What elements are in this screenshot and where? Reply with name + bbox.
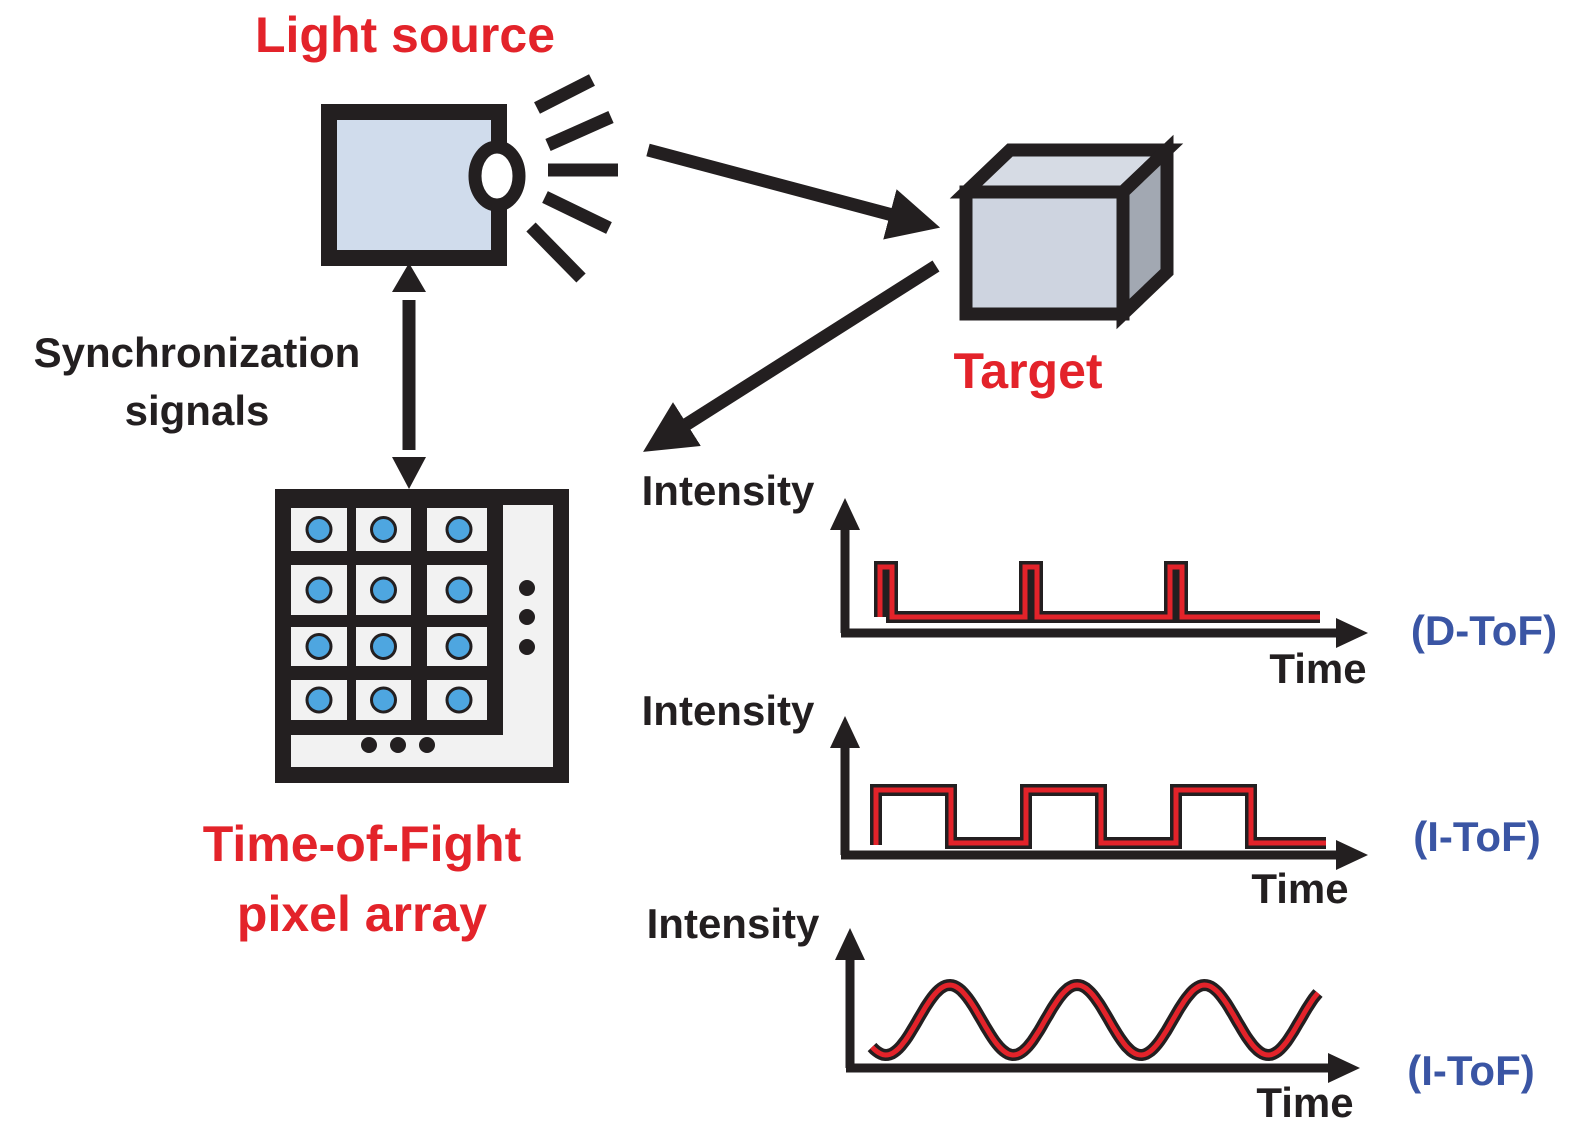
- ellipsis-dot: [519, 609, 535, 625]
- pixel-cell: [427, 565, 487, 615]
- target-cube-icon: [949, 134, 1184, 330]
- y-axis-arrowhead: [830, 498, 860, 530]
- x-axis-arrowhead: [1328, 1053, 1360, 1083]
- pixel-cell: [356, 680, 411, 720]
- y-axis-arrowhead: [830, 716, 860, 748]
- target-label: Target: [953, 343, 1102, 399]
- pixel-cell: [356, 565, 411, 615]
- x-axis-arrowhead: [1336, 618, 1368, 648]
- x-axis-arrowhead: [1336, 840, 1368, 870]
- pixel-cell: [427, 508, 487, 551]
- tof-mode-label: (D-ToF): [1411, 607, 1557, 654]
- pixel-photodiode-icon: [370, 576, 397, 604]
- ellipsis-dot: [419, 737, 435, 753]
- signal-waveform: [873, 787, 1326, 846]
- ellipsis-dot: [519, 580, 535, 596]
- y-axis-arrowhead: [835, 928, 865, 960]
- light-source-icon: [321, 74, 618, 283]
- pixel-cell: [356, 627, 411, 666]
- pixel-photodiode-icon: [445, 686, 473, 714]
- signal-outline: [874, 561, 1320, 623]
- pixel-cell: [291, 627, 347, 666]
- tof-mode-label: (I-ToF): [1407, 1047, 1534, 1094]
- pixel-photodiode-icon: [445, 516, 473, 543]
- emit-arrow: [646, 143, 941, 240]
- signal-waveform: [877, 564, 1320, 620]
- pixel-photodiode-icon: [370, 686, 397, 714]
- y-axis-label: Intensity: [642, 687, 815, 734]
- pixel-cell: [427, 627, 487, 666]
- pixel-photodiode-icon: [305, 633, 333, 660]
- pixel-array-icon: [275, 489, 569, 783]
- sync-label-line1: Synchronization: [34, 329, 361, 376]
- ellipsis-dot: [361, 737, 377, 753]
- x-axis-label: Time: [1269, 645, 1366, 692]
- pixel-array-label-line2: pixel array: [237, 886, 487, 942]
- ellipsis-dot: [519, 639, 535, 655]
- pixel-photodiode-icon: [305, 686, 333, 714]
- light-source-label: Light source: [255, 7, 555, 63]
- pixel-photodiode-icon: [445, 576, 473, 604]
- light-rays-icon: [526, 74, 618, 283]
- pixel-cell: [427, 680, 487, 720]
- pixel-cell: [291, 565, 347, 615]
- pixel-photodiode-icon: [305, 516, 333, 543]
- sync-label-line2: signals: [125, 387, 270, 434]
- y-axis-label: Intensity: [642, 467, 815, 514]
- pixel-cell: [356, 508, 411, 551]
- pixel-photodiode-icon: [305, 576, 333, 604]
- pixel-photodiode-icon: [445, 633, 473, 660]
- pixel-cell: [291, 508, 347, 551]
- pixel-cell: [291, 680, 347, 720]
- pixel-array-label-line1: Time-of-Fight: [203, 816, 522, 872]
- sync-double-arrow: [392, 263, 426, 489]
- signal-waveform: [870, 982, 1320, 1058]
- reflect-arrow: [643, 260, 940, 452]
- ellipsis-dot: [390, 737, 406, 753]
- pixel-photodiode-icon: [370, 516, 397, 543]
- y-axis-label: Intensity: [647, 900, 820, 947]
- pixel-photodiode-icon: [370, 633, 397, 660]
- tof-mode-label: (I-ToF): [1413, 813, 1540, 860]
- x-axis-label: Time: [1256, 1079, 1353, 1126]
- x-axis-label: Time: [1251, 865, 1348, 912]
